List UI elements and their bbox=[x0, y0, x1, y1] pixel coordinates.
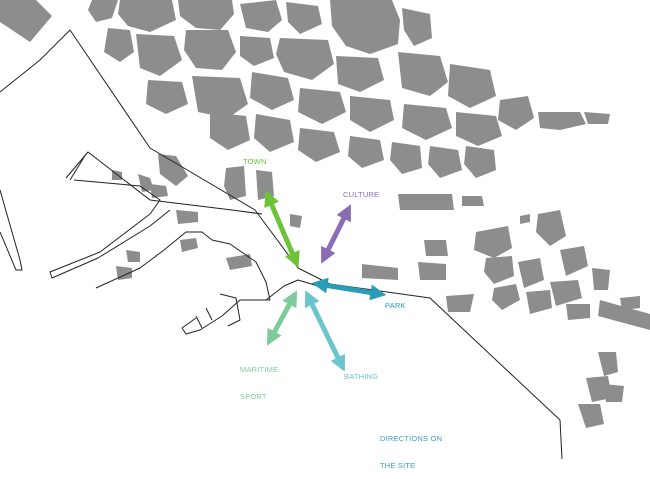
west-shore bbox=[0, 189, 23, 271]
arrow-culture bbox=[321, 204, 351, 264]
building bbox=[456, 112, 502, 146]
arrow-maritime-sport bbox=[266, 290, 298, 346]
building bbox=[0, 0, 52, 42]
building bbox=[362, 264, 398, 280]
harbour-north-mole bbox=[65, 151, 263, 215]
building bbox=[566, 304, 590, 320]
building bbox=[226, 254, 252, 270]
arrow-park bbox=[311, 277, 387, 301]
building bbox=[192, 76, 248, 118]
building bbox=[578, 404, 604, 428]
direction-arrows bbox=[264, 190, 387, 372]
building bbox=[250, 72, 294, 110]
building bbox=[146, 80, 188, 114]
building bbox=[526, 290, 552, 314]
building bbox=[116, 266, 132, 280]
legend-directions: DIRECTIONS ON THE SITE bbox=[380, 416, 442, 479]
building bbox=[584, 112, 610, 124]
building bbox=[424, 240, 448, 256]
north-quay-inner bbox=[69, 153, 87, 181]
building bbox=[604, 384, 624, 402]
building bbox=[298, 88, 346, 124]
arrow-bathing bbox=[304, 290, 346, 372]
label-bathing: BATHING bbox=[344, 372, 379, 381]
building bbox=[290, 214, 302, 228]
building bbox=[136, 34, 182, 76]
building bbox=[88, 0, 118, 22]
building bbox=[598, 352, 618, 376]
building bbox=[178, 0, 234, 30]
buildings-group bbox=[0, 0, 650, 428]
building bbox=[286, 2, 322, 34]
label-maritime-line1: MARITIME bbox=[240, 365, 279, 374]
building bbox=[254, 114, 294, 152]
building bbox=[620, 296, 640, 310]
building bbox=[118, 0, 176, 32]
legend-line1: DIRECTIONS ON bbox=[380, 434, 443, 443]
building bbox=[498, 96, 534, 130]
building bbox=[446, 294, 474, 312]
building bbox=[104, 28, 134, 62]
building bbox=[126, 250, 140, 262]
building bbox=[150, 184, 168, 198]
building bbox=[180, 238, 198, 252]
building bbox=[520, 214, 530, 224]
site-map bbox=[0, 0, 650, 459]
building bbox=[390, 142, 422, 174]
building bbox=[350, 96, 394, 132]
building bbox=[158, 154, 188, 186]
marina-pontoons bbox=[195, 293, 241, 329]
building bbox=[398, 194, 454, 210]
legend-line2: THE SITE bbox=[380, 461, 416, 470]
building bbox=[348, 136, 384, 168]
building bbox=[256, 170, 274, 200]
building bbox=[448, 64, 496, 108]
building bbox=[598, 300, 650, 330]
building bbox=[398, 52, 448, 96]
building bbox=[210, 112, 250, 150]
building bbox=[402, 8, 432, 46]
building bbox=[550, 280, 582, 306]
building bbox=[224, 166, 246, 200]
building bbox=[474, 226, 512, 258]
label-maritime-sport: MARITIME SPORT bbox=[240, 347, 278, 410]
building bbox=[240, 36, 274, 66]
label-culture: CULTURE bbox=[343, 190, 380, 199]
building bbox=[418, 262, 446, 280]
building bbox=[536, 210, 566, 246]
building bbox=[484, 256, 514, 284]
harbour-west-pier bbox=[49, 179, 171, 279]
harbour-south-basin bbox=[95, 231, 271, 335]
building bbox=[518, 258, 544, 288]
building bbox=[464, 146, 496, 178]
arrow-town bbox=[264, 190, 300, 268]
building bbox=[462, 196, 484, 206]
building bbox=[336, 56, 384, 92]
building bbox=[592, 268, 610, 290]
building bbox=[538, 112, 586, 130]
building bbox=[492, 284, 520, 310]
label-park: PARK bbox=[385, 301, 406, 310]
building bbox=[330, 0, 400, 54]
building bbox=[560, 246, 588, 276]
building bbox=[428, 146, 462, 178]
label-maritime-line2: SPORT bbox=[240, 392, 267, 401]
building bbox=[402, 104, 452, 140]
building bbox=[240, 0, 282, 32]
building bbox=[176, 210, 198, 224]
building bbox=[276, 38, 334, 80]
building bbox=[184, 30, 236, 70]
label-town: TOWN bbox=[243, 157, 267, 166]
building bbox=[298, 128, 340, 162]
